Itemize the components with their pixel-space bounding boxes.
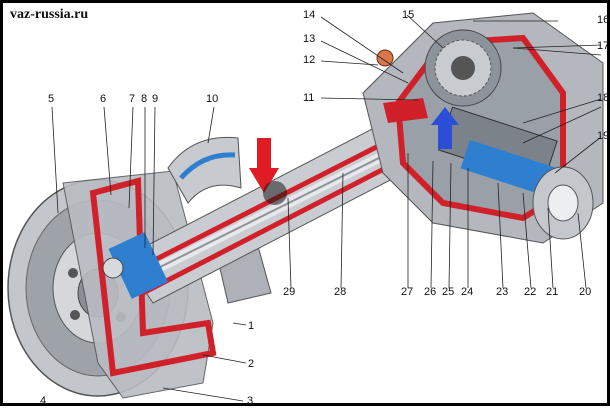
callout-29: 29 [283,286,296,298]
leader-lines [51,14,602,402]
callout-5: 5 [48,93,55,105]
callout-6: 6 [100,93,107,105]
callout-12: 12 [303,54,316,66]
callout-15: 15 [402,9,415,21]
callout-22: 22 [524,286,537,298]
callout-23: 23 [496,286,509,298]
callout-21: 21 [546,286,559,298]
callout-25: 25 [442,286,455,298]
callout-24: 24 [461,286,474,298]
callout-18: 18 [597,92,610,104]
callout-26: 26 [424,286,437,298]
callout-2: 2 [248,358,255,370]
callout-28: 28 [334,286,347,298]
callout-3: 3 [247,395,254,407]
callout-10: 10 [206,93,219,105]
callout-19: 19 [597,130,610,142]
callout-16: 16 [597,14,610,26]
rear-axle-cutaway-drawing [7,12,604,402]
red-arrow [249,138,287,205]
axle-bearing [102,232,168,299]
callout-20: 20 [579,286,592,298]
callout-9: 9 [152,93,159,105]
callout-7: 7 [129,93,136,105]
callout-27: 27 [401,286,414,298]
differential-housing [362,12,604,244]
callout-14: 14 [303,9,316,21]
callout-11: 11 [303,92,315,104]
callout-17: 17 [597,40,610,52]
callout-8: 8 [141,93,148,105]
callout-13: 13 [303,33,316,45]
callout-1: 1 [248,320,255,332]
site-watermark: vaz-russia.ru [10,7,89,22]
callout-4: 4 [40,395,47,407]
blue-arrow [431,107,459,149]
